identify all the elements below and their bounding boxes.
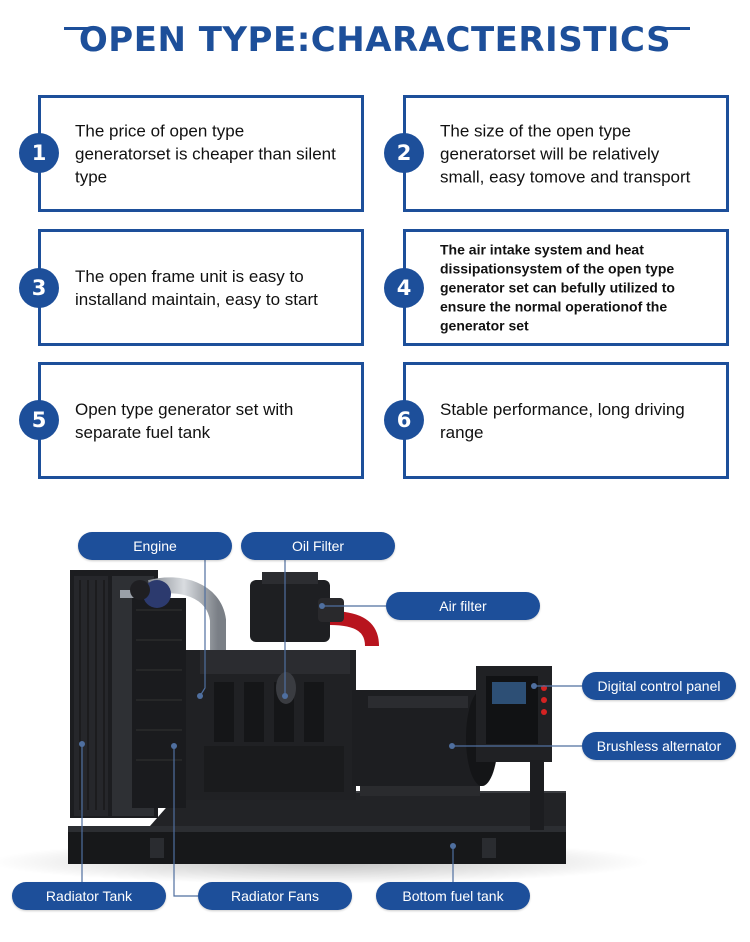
title-left-dash [64,27,90,30]
feature-number-badge-5: 5 [19,400,59,440]
feature-text-3: The open frame unit is easy to installan… [75,266,318,309]
label-oil-filter: Oil Filter [241,532,395,560]
label-brushless-alternator: Brushless alternator [582,732,736,760]
feature-number-badge-6: 6 [384,400,424,440]
title-right-dash [664,27,690,30]
air-filter [250,580,330,642]
feature-card-1: The price of open type generatorset is c… [38,95,364,212]
feature-card-2: The size of the open type generatorset w… [403,95,729,212]
label-radiator-tank: Radiator Tank [12,882,166,910]
title-bar: OPEN TYPE:CHARACTERISTICS [0,12,750,68]
label-air-filter: Air filter [386,592,540,620]
page-title: OPEN TYPE:CHARACTERISTICS [78,20,672,60]
feature-text-6: Stable performance, long driving range [440,399,685,442]
generator-set-illustration [0,558,650,897]
feature-number-badge-3: 3 [19,268,59,308]
engine-callout-line [199,558,206,697]
feature-text-5: Open type generator set with separate fu… [75,399,294,442]
feature-number-badge-2: 2 [384,133,424,173]
control-display [492,682,526,704]
feature-number-badge-4: 4 [384,268,424,308]
label-digital-control-panel: Digital control panel [582,672,736,700]
feature-card-3: The open frame unit is easy to installan… [38,229,364,346]
feature-text-1: The price of open type generatorset is c… [75,121,336,186]
feature-text-2: The size of the open type generatorset w… [440,121,691,186]
feature-card-5: Open type generator set with separate fu… [38,362,364,479]
feature-card-4: The air intake system and heat dissipati… [403,229,729,346]
label-bottom-fuel-tank: Bottom fuel tank [376,882,530,910]
label-radiator-fans: Radiator Fans [198,882,352,910]
feature-number-badge-1: 1 [19,133,59,173]
feature-card-6: Stable performance, long driving range [403,362,729,479]
label-engine: Engine [78,532,232,560]
feature-text-4: The air intake system and heat dissipati… [440,241,675,333]
fan-guard [132,598,186,808]
radiator-fans-callout-line [173,746,198,897]
